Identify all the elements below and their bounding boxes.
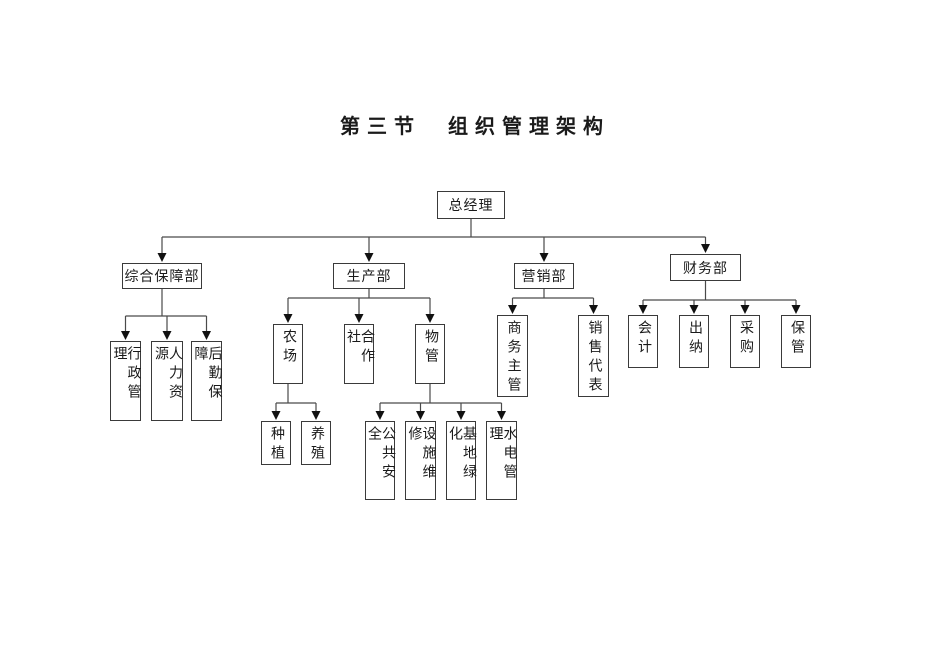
org-node-label-cashier: 出纳 — [687, 320, 702, 358]
arrowhead-icon — [638, 305, 648, 314]
org-node-procurement: 采购 — [730, 315, 760, 368]
org-node-farm: 农场 — [273, 324, 303, 384]
org-node-breeding: 养殖 — [301, 421, 331, 465]
org-node-label-accounting: 会计 — [636, 320, 651, 358]
arrowhead-icon — [791, 305, 801, 314]
org-node-label-planting: 种植 — [269, 426, 284, 464]
page-title: 第三节 组织管理架构 — [340, 116, 610, 138]
org-node-accounting: 会计 — [628, 315, 658, 368]
org-node-marketing-dept: 营销部 — [514, 263, 574, 289]
org-node-public-safety: 公共安全 — [365, 421, 395, 500]
org-node-cooperative: 合作社 — [344, 324, 374, 384]
arrowhead-icon — [539, 253, 549, 262]
org-node-facility-maintenance: 设施维修 — [405, 421, 436, 500]
org-node-label-logistics-support: 后勤保障 — [192, 346, 222, 403]
org-node-general-manager: 总经理 — [437, 191, 505, 219]
arrowhead-icon — [311, 411, 321, 420]
org-node-support-dept: 综合保障部 — [122, 263, 202, 289]
org-node-label-facility-maintenance: 设施维修 — [406, 426, 436, 483]
arrowhead-icon — [202, 331, 211, 340]
org-node-cashier: 出纳 — [679, 315, 709, 368]
arrowhead-icon — [456, 411, 466, 420]
org-node-sales-representative: 销售代表 — [578, 315, 609, 397]
org-node-logistics-support: 后勤保障 — [191, 341, 222, 421]
org-node-label-marketing-dept: 营销部 — [521, 270, 567, 285]
arrowhead-icon — [689, 305, 699, 314]
arrowhead-icon — [354, 314, 364, 323]
arrowhead-icon — [121, 331, 130, 340]
org-node-label-support-dept: 综合保障部 — [124, 270, 200, 285]
org-node-property-management: 物管 — [415, 324, 445, 384]
arrowhead-icon — [157, 253, 167, 262]
arrowhead-icon — [425, 314, 435, 323]
arrowhead-icon — [508, 305, 517, 314]
org-node-custody: 保管 — [781, 315, 811, 368]
arrowhead-icon — [497, 411, 506, 420]
org-node-label-public-safety: 公共安全 — [366, 426, 395, 483]
org-node-admin-management: 行政管理 — [110, 341, 141, 421]
arrowhead-icon — [375, 411, 385, 420]
org-node-label-breeding: 养殖 — [309, 426, 324, 464]
org-node-label-utilities-management: 水电管理 — [487, 426, 517, 483]
org-node-label-human-resources: 人力资源 — [153, 346, 182, 403]
arrowhead-icon — [416, 411, 425, 420]
org-node-label-general-manager: 总经理 — [448, 199, 494, 214]
org-node-business-supervisor: 商务主管 — [497, 315, 528, 397]
arrowhead-icon — [283, 314, 293, 323]
org-node-label-base-greening: 基地绿化 — [447, 426, 476, 483]
arrowhead-icon — [271, 411, 281, 420]
org-node-label-business-supervisor: 商务主管 — [505, 320, 521, 396]
org-node-label-admin-management: 行政管理 — [111, 346, 141, 403]
org-node-finance-dept: 财务部 — [670, 254, 741, 281]
arrowhead-icon — [589, 305, 598, 314]
arrowhead-icon — [364, 253, 374, 262]
org-node-label-procurement: 采购 — [738, 320, 753, 358]
org-node-label-custody: 保管 — [789, 320, 804, 358]
arrowhead-icon — [740, 305, 750, 314]
org-node-label-property-management: 物管 — [423, 329, 438, 367]
org-node-label-cooperative: 合作社 — [345, 329, 374, 367]
org-node-label-finance-dept: 财务部 — [683, 261, 728, 277]
arrowhead-icon — [162, 331, 172, 340]
org-node-label-farm: 农场 — [281, 329, 296, 367]
org-node-utilities-management: 水电管理 — [486, 421, 517, 500]
org-node-base-greening: 基地绿化 — [446, 421, 476, 500]
org-node-production-dept: 生产部 — [333, 263, 405, 289]
org-node-label-production-dept: 生产部 — [346, 270, 392, 285]
org-node-human-resources: 人力资源 — [151, 341, 183, 421]
org-node-planting: 种植 — [261, 421, 291, 465]
org-node-label-sales-representative: 销售代表 — [586, 320, 602, 396]
arrowhead-icon — [701, 244, 710, 253]
